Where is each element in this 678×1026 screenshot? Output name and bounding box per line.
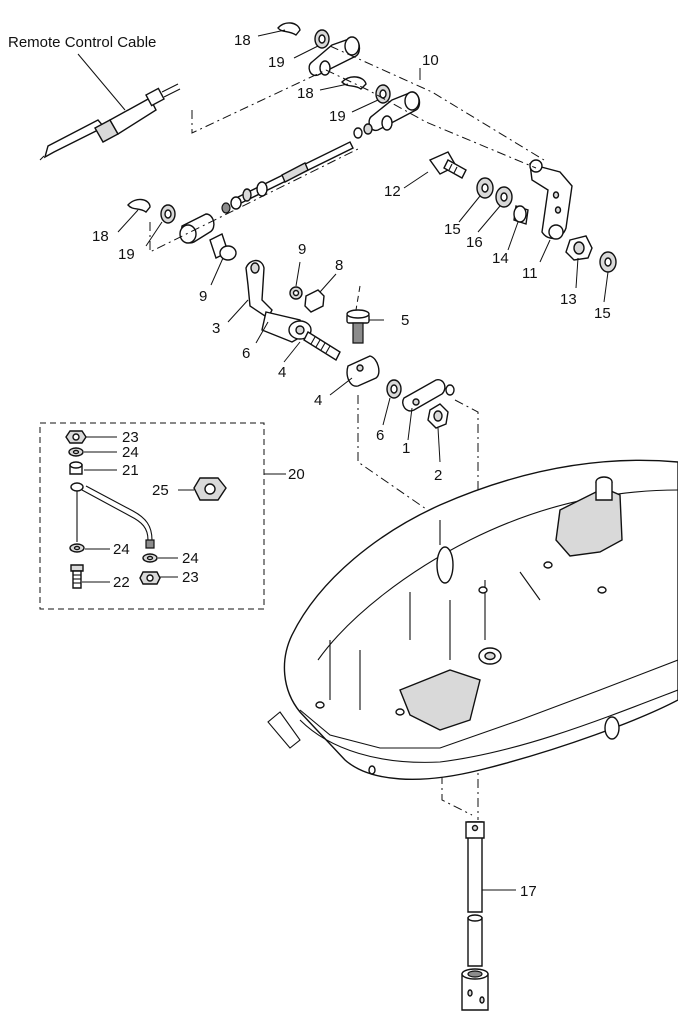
lower-lever-assembly bbox=[245, 259, 341, 362]
callout-15-left: 15 bbox=[444, 221, 461, 238]
callout-14: 14 bbox=[492, 250, 509, 267]
callout-6-right: 6 bbox=[376, 427, 384, 444]
callout-15-right: 15 bbox=[594, 305, 611, 322]
caption-leader bbox=[77, 53, 126, 111]
callout-9: 9 bbox=[298, 241, 306, 258]
callout-2: 2 bbox=[434, 467, 442, 484]
callout-5: 5 bbox=[401, 312, 409, 329]
callout-19-middle: 19 bbox=[329, 108, 346, 125]
callout-4-right: 4 bbox=[314, 392, 322, 409]
callout-4-left: 4 bbox=[278, 364, 286, 381]
callout-numbers: 18 19 18 19 10 18 19 9 3 6 4 9 8 5 4 6 1… bbox=[92, 32, 611, 900]
callout-8: 8 bbox=[335, 257, 343, 274]
lower-rod-end bbox=[127, 198, 237, 261]
callout-7: 9 bbox=[199, 288, 207, 305]
callout-19-left: 19 bbox=[118, 246, 135, 263]
callout-12: 12 bbox=[384, 183, 401, 200]
callout-10: 10 bbox=[422, 52, 439, 69]
callout-18-left: 18 bbox=[92, 228, 109, 245]
callout-18-middle: 18 bbox=[297, 85, 314, 102]
remote-control-cable bbox=[39, 83, 181, 161]
upper-rod-assembly bbox=[277, 22, 421, 139]
callout-16: 16 bbox=[466, 234, 483, 251]
callout-13: 13 bbox=[560, 291, 577, 308]
callout-24-left: 24 bbox=[113, 541, 130, 558]
shift-rod bbox=[461, 821, 489, 1011]
callout-25: 25 bbox=[152, 482, 169, 499]
callout-leaders bbox=[82, 29, 609, 891]
callout-24-top: 24 bbox=[122, 444, 139, 461]
callout-22: 22 bbox=[113, 574, 130, 591]
shift-bracket-assembly bbox=[428, 151, 617, 273]
remote-control-cable-caption: Remote Control Cable bbox=[8, 34, 156, 51]
callout-18-top: 18 bbox=[234, 32, 251, 49]
callout-3: 3 bbox=[212, 320, 220, 337]
callout-11: 11 bbox=[522, 265, 538, 282]
callout-1: 1 bbox=[402, 440, 410, 457]
bottom-cowling bbox=[267, 459, 678, 780]
adjusting-rod bbox=[221, 141, 354, 214]
callout-17: 17 bbox=[520, 883, 537, 900]
callout-19-top: 19 bbox=[268, 54, 285, 71]
cable-joint-kit-group bbox=[39, 422, 286, 610]
shift-link-assembly bbox=[346, 309, 455, 429]
callout-23-bottom: 23 bbox=[182, 569, 199, 586]
callout-21: 21 bbox=[122, 462, 139, 479]
callout-20: 20 bbox=[288, 466, 305, 483]
callout-6-left: 6 bbox=[242, 345, 250, 362]
callout-24-right: 24 bbox=[182, 550, 199, 567]
callout-23-top: 23 bbox=[122, 429, 139, 446]
